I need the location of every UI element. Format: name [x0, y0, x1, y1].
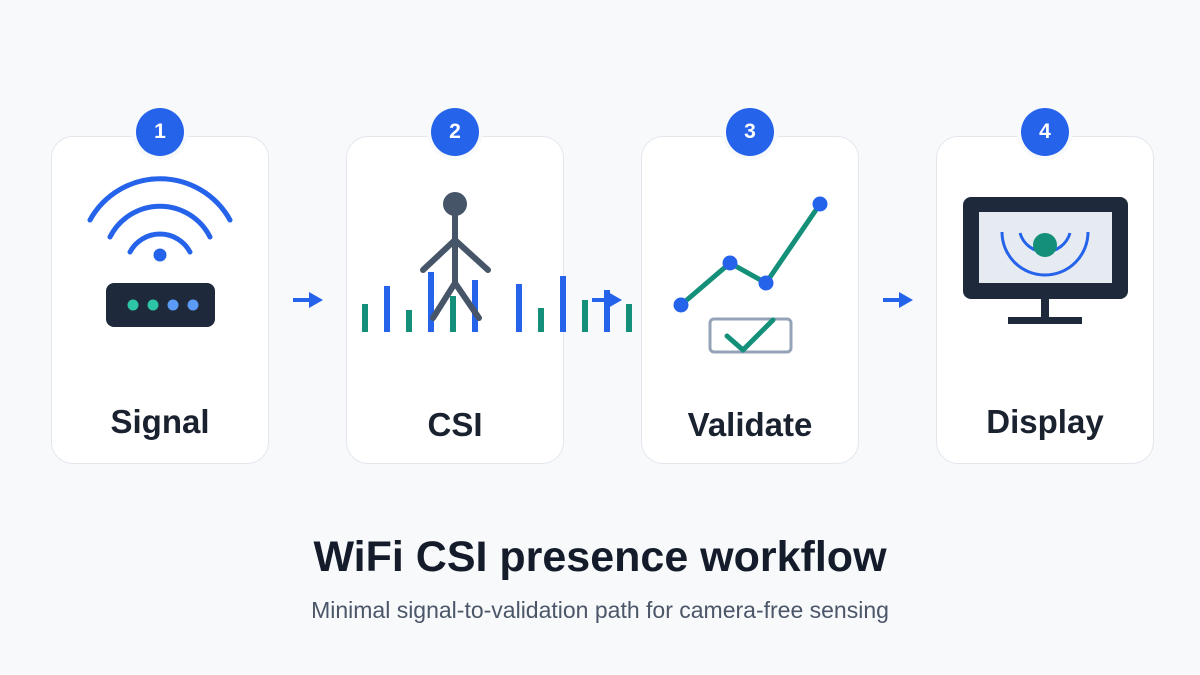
diagram-title: WiFi CSI presence workflow	[313, 533, 887, 581]
step-label-validate: Validate	[687, 406, 813, 443]
step-badge-2: 2	[431, 108, 479, 156]
step-label-csi: CSI	[427, 406, 483, 443]
step-label-signal: Signal	[110, 403, 210, 440]
step-badge-1: 1	[136, 108, 184, 156]
step-badge-4: 4	[1021, 108, 1069, 156]
arrow-right-icon	[293, 292, 323, 308]
arrow-right-icon	[592, 292, 622, 308]
arrow-right-icon	[883, 292, 913, 308]
step-badge-3: 3	[726, 108, 774, 156]
diagram-subtitle: Minimal signal-to-validation path for ca…	[311, 597, 889, 623]
step-label-display: Display	[986, 403, 1104, 440]
